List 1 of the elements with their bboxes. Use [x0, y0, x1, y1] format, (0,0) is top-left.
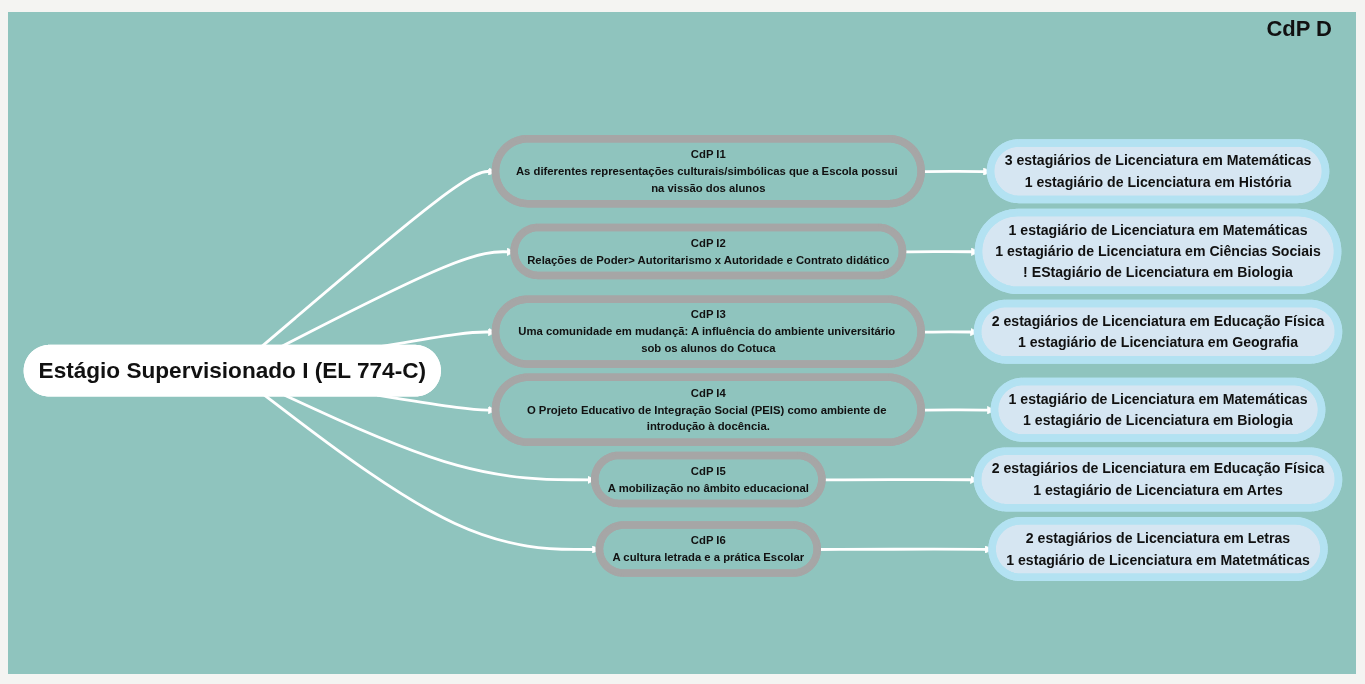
corner-label: CdP D: [1266, 16, 1332, 42]
